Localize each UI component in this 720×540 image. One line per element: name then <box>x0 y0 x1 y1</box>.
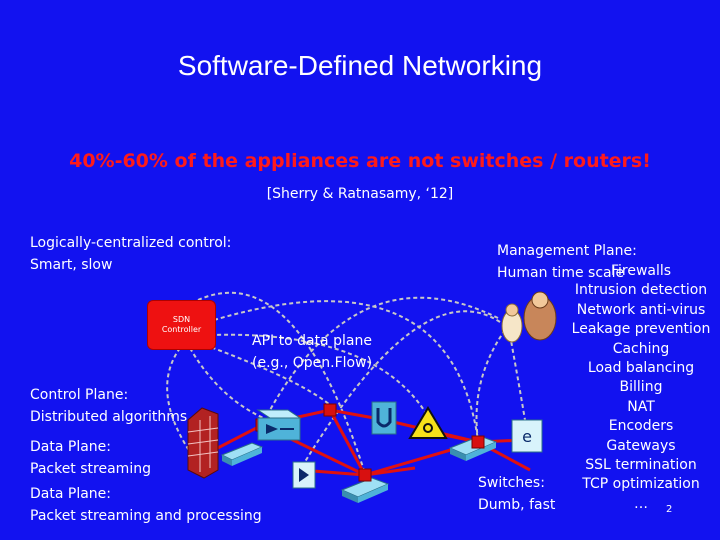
api-label: API to data plane (e.g., Open.Flow) <box>252 330 372 374</box>
management-plane-label: Management Plane: Human time scale <box>497 240 637 284</box>
sdn-controller: SDN Controller <box>147 300 216 350</box>
feature-item: Network anti-virus <box>576 301 706 318</box>
svg-text:e: e <box>522 427 532 446</box>
biohazard-warning-icon <box>408 406 448 439</box>
page-number: 2 <box>666 504 673 515</box>
data-plane-line1: Data Plane: <box>30 439 111 455</box>
operator-icon <box>501 291 557 343</box>
control-line <box>509 334 526 421</box>
switches-line1: Switches: <box>478 475 545 491</box>
encryption-icon: e <box>511 419 543 453</box>
logically-centralized-label: Logically-centralized control: Smart, sl… <box>30 232 231 276</box>
control-plane-label: Control Plane: Distributed algorithms <box>30 384 187 428</box>
compression-icon <box>256 409 302 441</box>
data-plane-processing-line1: Data Plane: <box>30 486 111 502</box>
sdn-controller-label: SDN Controller <box>161 315 202 334</box>
citation: [Sherry & Ratnasamy, ‘12] <box>266 186 454 202</box>
feature-item: Load balancing <box>587 360 695 377</box>
control-line <box>204 344 331 406</box>
feature-item: Caching <box>612 340 670 357</box>
feature-item: Leakage prevention <box>571 321 711 338</box>
switches-label: Switches: Dumb, fast <box>478 472 555 516</box>
control-line <box>269 296 499 411</box>
slide-title: Software-Defined Networking <box>177 50 543 81</box>
data-link <box>328 409 367 476</box>
encoder-icon <box>292 461 316 489</box>
feature-item: … <box>634 495 648 512</box>
data-plane-processing-label: Data Plane: Packet streaming and process… <box>30 483 262 527</box>
control-line <box>166 347 191 453</box>
feature-item: NAT <box>627 398 655 415</box>
magnet-icon <box>371 401 397 435</box>
data-plane-line2: Packet streaming <box>30 461 151 477</box>
switches-line2: Dumb, fast <box>478 497 556 513</box>
logically-centralized-line2: Smart, slow <box>30 257 113 273</box>
management-line2: Human time scale <box>497 265 625 281</box>
feature-item: Intrusion detection <box>574 282 708 299</box>
control-lines <box>166 291 526 491</box>
control-line <box>475 329 506 441</box>
control-line <box>213 300 479 441</box>
feature-item: Encoders <box>608 418 674 435</box>
management-line1: Management Plane: <box>497 243 637 259</box>
data-plane-processing-line2: Packet streaming and processing <box>30 508 262 524</box>
router-node <box>358 468 372 482</box>
feature-item: Firewalls <box>610 263 672 279</box>
control-plane-line1: Control Plane: <box>30 387 129 403</box>
feature-item: Gateways <box>606 437 676 454</box>
switch-icon <box>220 442 264 466</box>
api-line2: (e.g., Open.Flow) <box>252 355 373 371</box>
logically-centralized-line1: Logically-centralized control: <box>30 235 232 251</box>
control-plane-line2: Distributed algorithms <box>30 409 188 425</box>
data-plane-label: Data Plane: Packet streaming <box>30 436 151 480</box>
data-link <box>364 466 416 477</box>
feature-item: SSL termination <box>585 457 697 474</box>
control-line <box>209 333 431 421</box>
router-node <box>323 403 337 417</box>
feature-item: Billing <box>619 379 663 396</box>
headline: 40%-60% of the appliances are not switch… <box>69 150 651 172</box>
switch-icon <box>340 477 390 503</box>
control-line <box>189 347 269 421</box>
control-line <box>299 310 501 471</box>
feature-item: TCP optimization <box>582 476 700 493</box>
middlebox-feature-list: Firewalls Intrusion detection Network an… <box>568 262 714 514</box>
api-line1: API to data plane <box>252 333 372 349</box>
router-node <box>471 435 485 449</box>
data-link <box>209 423 263 454</box>
firewall-icon <box>187 407 219 479</box>
